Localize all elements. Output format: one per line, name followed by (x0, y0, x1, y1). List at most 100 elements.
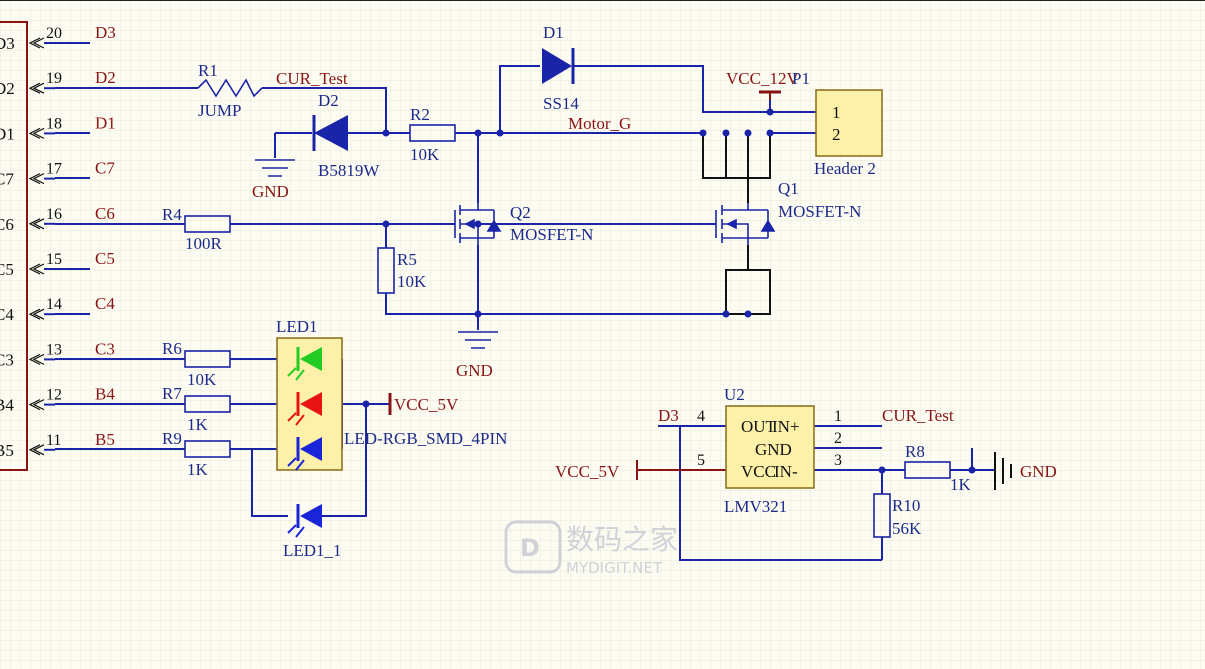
pin-inner-label: C7 (0, 170, 14, 189)
connector-pin: 13C3C3 (0, 339, 115, 369)
pin-net-label: C5 (95, 249, 115, 268)
u2-label-inp: IN+ (772, 417, 800, 436)
r1-jumper (197, 78, 263, 98)
pin-arrow-icon (28, 82, 45, 94)
led-blue-icon (287, 437, 322, 471)
r8-ref: R8 (905, 442, 925, 461)
r5-value: 10K (397, 272, 427, 291)
r2-value: 10K (410, 145, 440, 164)
r5-resistor (377, 247, 395, 294)
net-vcc-12v: VCC_12V (726, 69, 799, 88)
r10-value: 56K (892, 519, 922, 538)
r6-resistor (184, 350, 231, 368)
net-cur-test-1: CUR_Test (276, 69, 348, 88)
net-vcc-5v-1: VCC_5V (394, 395, 459, 414)
r6-ref: R6 (162, 339, 182, 358)
gnd-symbol-r8 (994, 452, 1012, 490)
connector: 20D3D319D2D218D1D117C7C716C6C615C5C514C4… (0, 21, 116, 471)
pin-inner-label: D3 (0, 34, 15, 53)
gnd-symbol-d2 (255, 159, 295, 177)
u2-value: LMV321 (724, 497, 787, 516)
q1-mosfet (715, 203, 776, 245)
labels: R1 JUMP CUR_Test D2 B5819W GND R2 10K D1… (162, 23, 1057, 560)
r10-ref: R10 (892, 496, 920, 515)
u2-pin1: 1 (834, 408, 842, 425)
pin-inner-label: B4 (0, 396, 14, 415)
watermark-cn: 数码之家 (566, 523, 678, 556)
pin-net-label: C4 (95, 294, 115, 313)
u2-label-gnd: GND (755, 440, 792, 459)
pin-net-label: D3 (95, 23, 116, 42)
gnd-symbol-q2 (458, 331, 498, 349)
pin-arrow-icon (28, 308, 45, 320)
net-d3-u2: D3 (658, 406, 679, 425)
p1-value: Header 2 (814, 159, 876, 178)
connector-pin: 12B4B4 (0, 385, 115, 415)
r9-value: 1K (187, 460, 209, 479)
net-gnd-r8: GND (1020, 462, 1057, 481)
pin-arrow-icon (28, 218, 45, 230)
r7-resistor (184, 395, 231, 413)
u2-ref: U2 (724, 385, 745, 404)
r9-ref: R9 (162, 429, 182, 448)
r4-ref: R4 (162, 205, 182, 224)
d1-diode (542, 48, 575, 84)
pin-net-label: B5 (95, 430, 115, 449)
pin-number: 19 (46, 70, 62, 87)
u2-body (725, 405, 815, 489)
r8-resistor (904, 461, 951, 479)
led1-1-ref: LED1_1 (283, 541, 342, 560)
connector-pin: 15C5C5 (0, 249, 115, 279)
net-gnd-d2: GND (252, 182, 289, 201)
pin-arrow-icon (28, 399, 45, 411)
pin-inner-label: C4 (0, 305, 14, 324)
connector-pin: 17C7C7 (0, 159, 115, 189)
r8-value: 1K (950, 475, 972, 494)
pin-net-label: C7 (95, 159, 115, 178)
pin-arrow-icon (28, 444, 45, 456)
pin-net-label: C6 (95, 204, 115, 223)
watermark-en: MYDIGIT.NET (566, 559, 663, 577)
pin-inner-label: C3 (0, 350, 14, 369)
pin-inner-label: C5 (0, 260, 14, 279)
u2-label-out: OUT (741, 417, 777, 436)
q1-ref: Q1 (778, 179, 799, 198)
connector-pin: 16C6C6 (0, 204, 115, 234)
r7-value: 1K (187, 415, 209, 434)
pin-number: 11 (46, 432, 61, 449)
led-red-icon (287, 392, 322, 426)
pin-number: 12 (46, 387, 62, 404)
u2-pin4: 4 (697, 408, 705, 425)
r1-value: JUMP (198, 101, 241, 120)
connector-body (0, 21, 28, 471)
r4-resistor (184, 215, 231, 233)
pin-arrow-icon (28, 173, 45, 185)
p1-pin1: 1 (832, 103, 841, 122)
u2-label-inn: IN- (774, 462, 798, 481)
pin-number: 17 (46, 161, 62, 178)
pin-number: 20 (46, 25, 62, 42)
r9-resistor (184, 440, 231, 458)
pin-number: 15 (46, 251, 62, 268)
junctions (362, 108, 976, 474)
u2-pin3: 3 (834, 452, 842, 469)
r10-resistor (873, 493, 891, 538)
pin-number: 18 (46, 115, 62, 132)
connector-pin: 11B5B5 (0, 430, 115, 460)
led-green-icon (287, 347, 322, 381)
pin-arrow-icon (28, 37, 45, 49)
pin-number: 14 (46, 296, 62, 313)
pin-inner-label: B5 (0, 441, 14, 460)
u2-label-vcc: VCC (741, 462, 776, 481)
connector-pin: 14C4C4 (0, 294, 115, 324)
pin-arrow-icon (28, 127, 45, 139)
d2-diode (312, 115, 348, 151)
net-cur-test-2: CUR_Test (882, 406, 954, 425)
r6-value: 10K (187, 370, 217, 389)
pin-net-label: D1 (95, 113, 116, 132)
pin-inner-label: D2 (0, 79, 15, 98)
